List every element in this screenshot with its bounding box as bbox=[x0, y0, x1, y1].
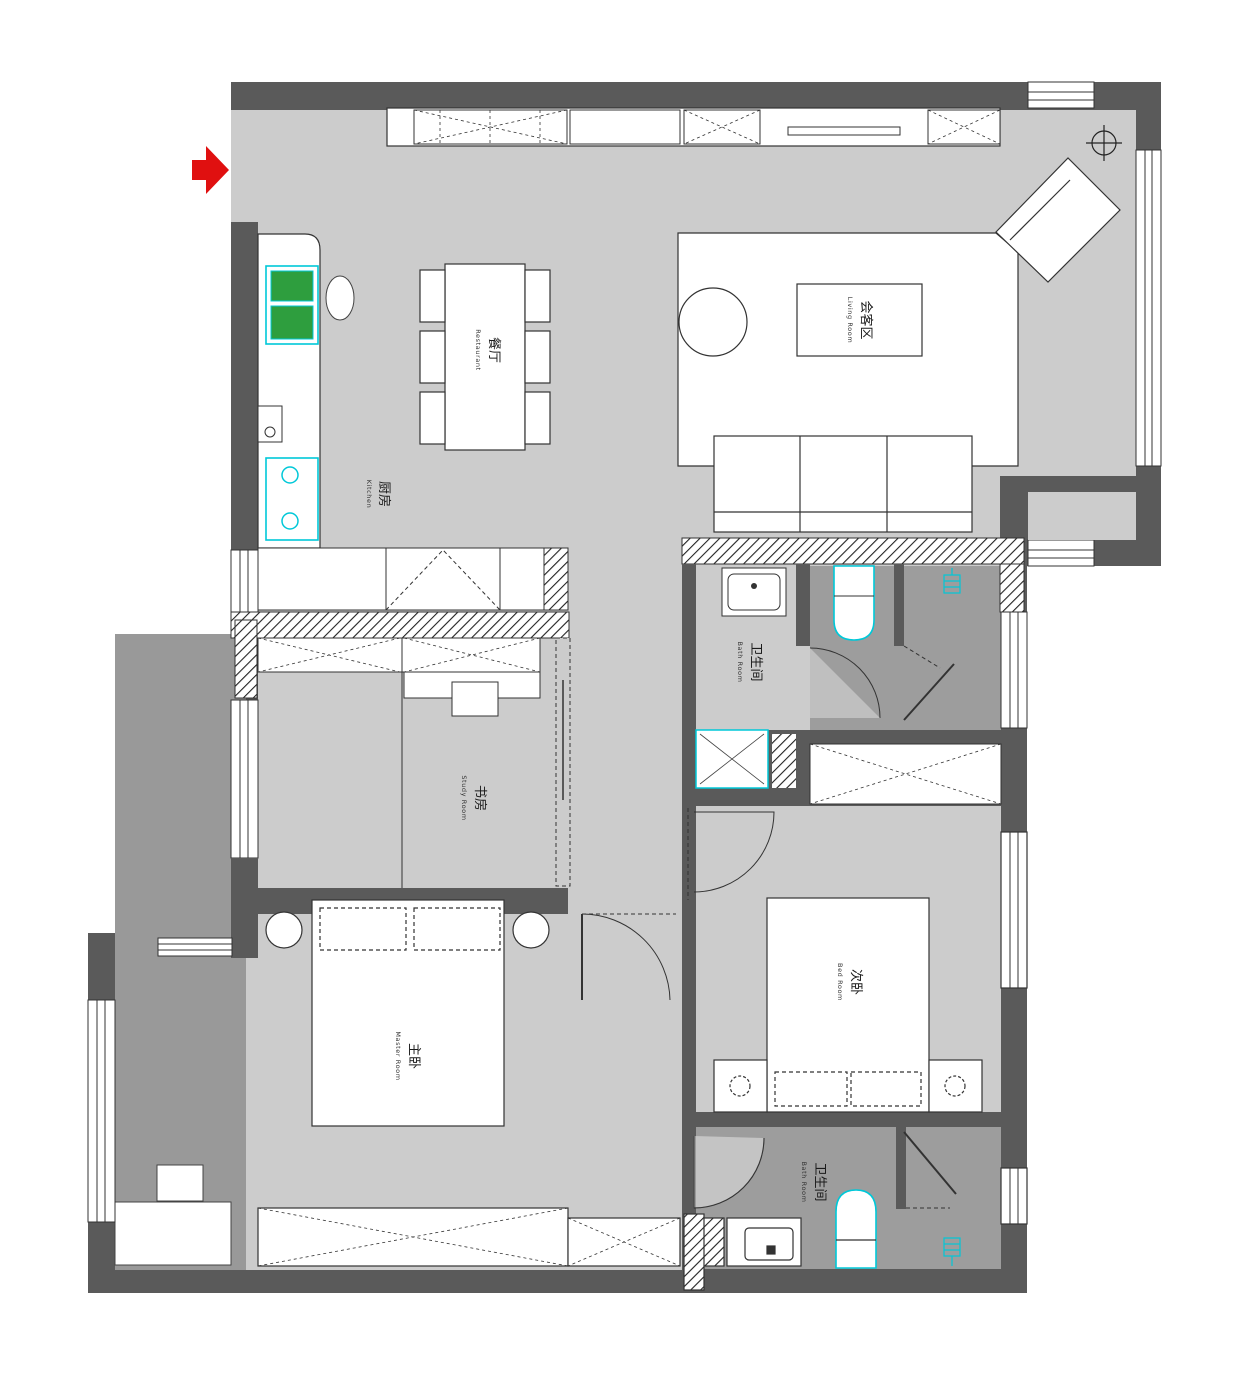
restaurant-label-zh: 餐厅 bbox=[486, 337, 502, 363]
balcony-box bbox=[156, 1164, 204, 1202]
living-window bbox=[1027, 81, 1162, 567]
bath-top-label-zh: 卫生间 bbox=[748, 642, 763, 681]
living-label-en: Living Room bbox=[846, 297, 854, 344]
living-furniture bbox=[677, 157, 1121, 533]
bath-top-walls bbox=[681, 537, 1028, 806]
bath-top-label-en: Bath Room bbox=[736, 641, 744, 682]
floor-drain-icon bbox=[943, 1237, 961, 1266]
second-bedroom bbox=[682, 808, 1028, 1127]
kitchen-counter bbox=[257, 233, 569, 611]
bath-bottom-label-zh: 卫生间 bbox=[812, 1162, 827, 1201]
study-label-zh: 书房 bbox=[472, 785, 488, 811]
floor-drain-icon bbox=[943, 568, 961, 594]
bath-top-fixtures bbox=[721, 565, 955, 721]
entrance-arrow-icon bbox=[192, 146, 229, 194]
top-window-strip bbox=[386, 107, 1001, 147]
bath-bottom bbox=[683, 1127, 1028, 1291]
master-label-en: Master Room bbox=[394, 1031, 402, 1080]
restaurant-label-en: Restaurant bbox=[474, 329, 482, 371]
study-room bbox=[230, 549, 571, 958]
ceiling-light-icon bbox=[1086, 125, 1122, 161]
kitchen-label-en: Kitchen bbox=[365, 480, 373, 509]
kitchen-label-zh: 厨房 bbox=[376, 481, 392, 507]
dining-table bbox=[419, 263, 551, 451]
bedroom-label-zh: 次卧 bbox=[848, 969, 864, 995]
bath-bottom-label-en: Bath Room bbox=[800, 1161, 808, 1202]
master-label-zh: 主卧 bbox=[406, 1043, 421, 1069]
room-labels: 餐厅 Restaurant 厨房 Kitchen 会客区 Living Room… bbox=[365, 297, 874, 1203]
master-balcony-window bbox=[87, 937, 233, 1223]
living-label-zh: 会客区 bbox=[858, 300, 874, 339]
master-bedroom bbox=[257, 899, 681, 1267]
balcony-cabinet bbox=[114, 1201, 232, 1266]
bedroom-label-en: Bed Room bbox=[836, 963, 844, 1001]
study-label-en: Study Room bbox=[460, 775, 468, 820]
